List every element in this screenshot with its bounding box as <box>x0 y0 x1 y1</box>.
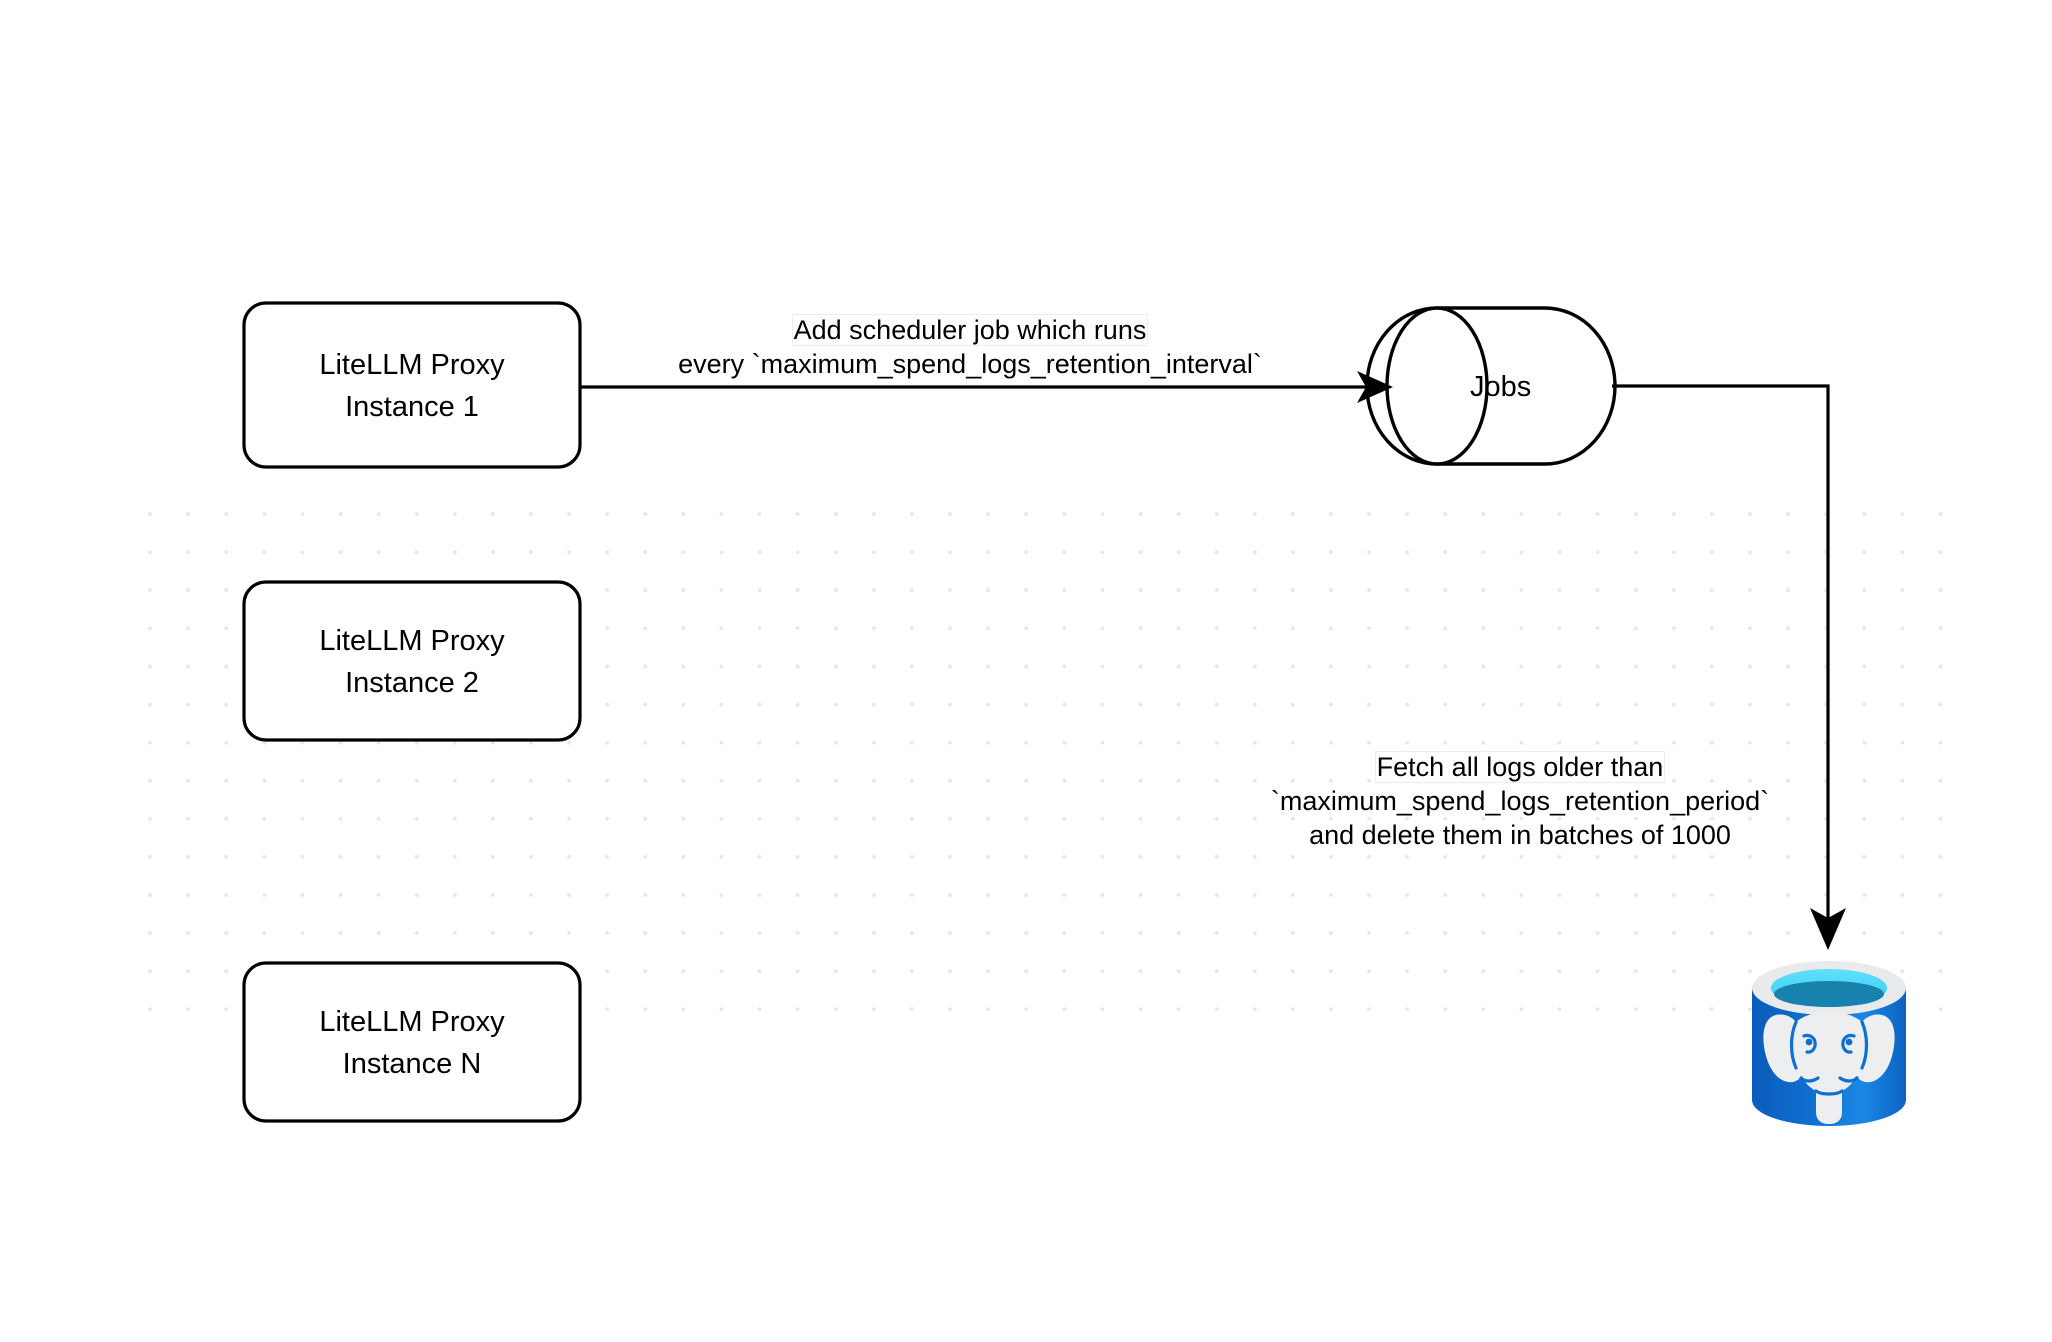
edge-delete-label-line2: `maximum_spend_logs_retention_period` <box>1270 786 1770 816</box>
node-proxy-instance-n[interactable] <box>242 961 582 1123</box>
node-proxy-instance-1[interactable] <box>242 301 582 469</box>
node-jobs-cylinder[interactable] <box>1365 306 1617 466</box>
edge-scheduler-label-line1: Add scheduler job which runs <box>792 315 1148 345</box>
edge-delete-label-line1: Fetch all logs older than <box>1375 752 1665 782</box>
edge-proxy1-to-jobs <box>580 371 1393 403</box>
arrowhead-down-icon <box>1810 908 1846 950</box>
postgresql-elephant-icon <box>1752 961 1906 1126</box>
edge-jobs-to-postgres <box>1612 384 1846 950</box>
edge-scheduler-label: Add scheduler job which runs every `maxi… <box>600 313 1340 381</box>
arrowhead-right-icon <box>1357 371 1393 403</box>
node-proxy-instance-2[interactable] <box>242 580 582 742</box>
node-postgres-database[interactable] <box>1746 952 1912 1138</box>
edge-delete-label-line3: and delete them in batches of 1000 <box>1309 820 1731 850</box>
edge-delete-label: Fetch all logs older than `maximum_spend… <box>1230 750 1810 852</box>
edge-scheduler-label-line2: every `maximum_spend_logs_retention_inte… <box>678 349 1262 379</box>
